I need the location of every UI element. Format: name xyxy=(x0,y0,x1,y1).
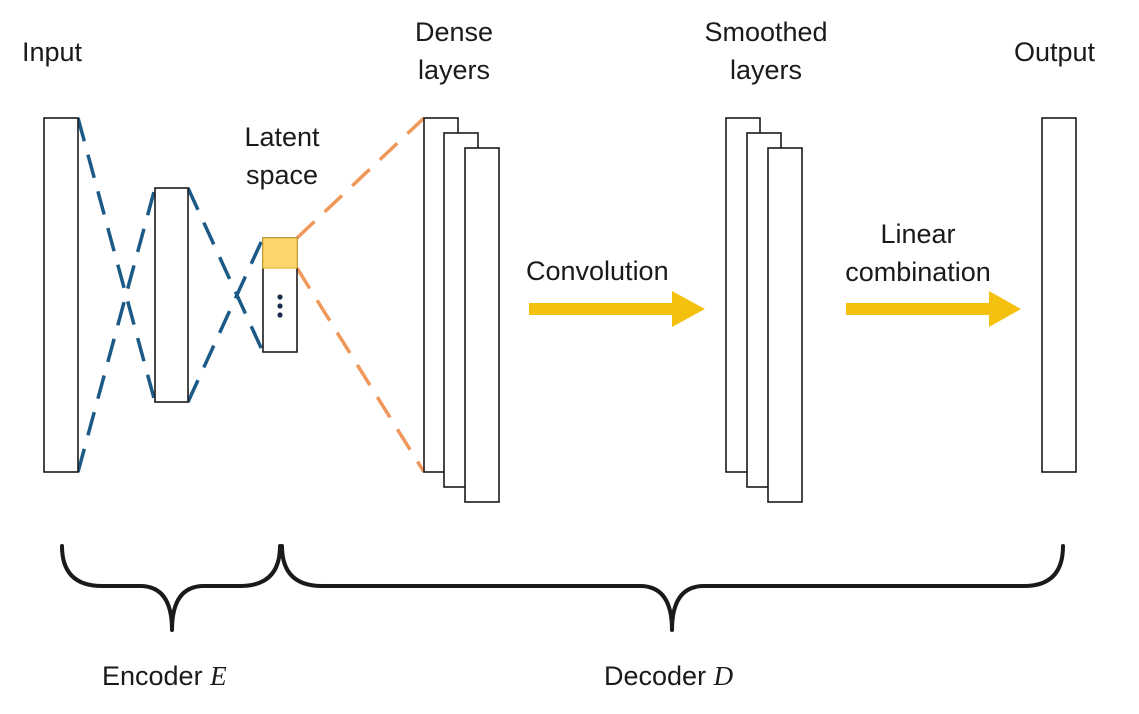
enc-line-hidden-top xyxy=(186,187,265,353)
enc-line-hidden-bottom xyxy=(186,237,265,403)
output-label: Output xyxy=(1014,37,1096,67)
convolution-label: Convolution xyxy=(526,256,669,286)
decoder-symbol: D xyxy=(713,661,734,691)
decoder-brace xyxy=(280,544,1065,632)
dense-layers-label: Dense layers xyxy=(414,17,494,85)
dense-layer-3 xyxy=(464,147,500,503)
decoder-connections xyxy=(295,116,426,473)
linear-combination-arrow xyxy=(846,291,1021,327)
encoder-connections xyxy=(76,117,265,473)
convolution-arrow xyxy=(529,291,705,327)
smoothed-layers-label: Smoothed layers xyxy=(704,17,828,85)
output-layer-box xyxy=(1041,117,1077,473)
latent-space-label: Latent space xyxy=(244,122,320,190)
latent-highlight-cell xyxy=(262,237,298,269)
encoder-symbol: E xyxy=(210,661,227,691)
hidden-layer-box xyxy=(154,187,189,403)
dec-line-top xyxy=(295,116,426,240)
decoder-label: Decoder D xyxy=(604,661,734,691)
smoothed-layers-stack xyxy=(725,117,803,503)
input-label: Input xyxy=(22,37,83,67)
encoder-brace xyxy=(60,544,282,632)
smoothed-layer-3 xyxy=(767,147,803,503)
encoder-label: Encoder E xyxy=(102,661,227,691)
latent-ellipsis-icon xyxy=(277,294,283,318)
enc-line-input-top xyxy=(76,117,157,403)
enc-line-input-bottom xyxy=(76,187,157,473)
linear-combination-label: Linear combination xyxy=(845,219,991,287)
dense-layers-stack xyxy=(423,117,500,503)
input-layer-box xyxy=(43,117,79,473)
dec-line-bottom xyxy=(295,267,426,473)
